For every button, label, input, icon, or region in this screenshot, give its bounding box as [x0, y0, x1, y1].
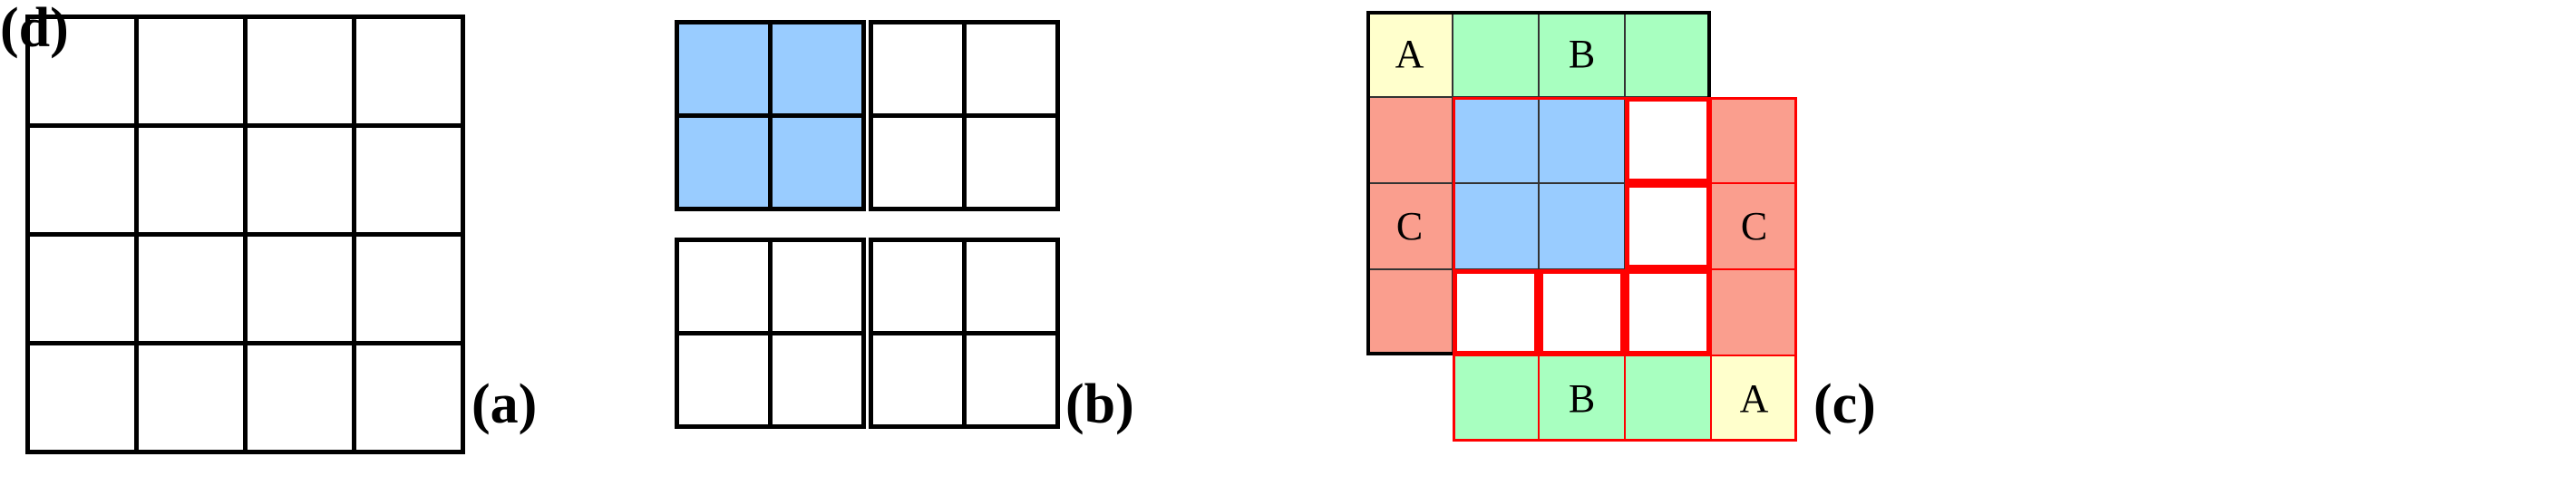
panel-d-label: (d)	[0, 0, 69, 59]
region-corner-top-left: A	[1366, 11, 1453, 97]
block-bottom-right-cell-r1c1	[962, 331, 1060, 429]
block-bottom-left-cell-r1c1	[768, 331, 866, 429]
panel-b-label: (b)	[1065, 374, 1134, 435]
region-edge-right: C	[1711, 97, 1797, 355]
block-top-left-cell-r1c0	[675, 113, 773, 211]
overlap-blue-r1c1	[1539, 183, 1625, 269]
region-label-corner-top-left: A	[1395, 32, 1424, 76]
overlap-red-stroke-r2c1	[1539, 269, 1625, 355]
grid-cell-a-r1c3	[352, 123, 465, 237]
overlap-white-r2c1	[1539, 269, 1625, 355]
panel-a-label: (a)	[471, 374, 538, 435]
overlap-red-stroke-r2c2	[1625, 269, 1711, 355]
grid-cell-a-r2c3	[352, 232, 465, 345]
block-top-right-cell-r1c0	[869, 113, 967, 211]
overlap-white-r2c0	[1453, 269, 1539, 355]
grid-cell-a-r0c0	[25, 15, 139, 128]
black-lattice-cell-r2c2	[1539, 183, 1625, 269]
region-label-edge-bottom: B	[1568, 376, 1596, 421]
panel-b	[0, 0, 1179, 486]
panel-a	[0, 0, 635, 486]
overlap-red-stroke-r2c0	[1453, 269, 1539, 355]
overlap-white-r2c2	[1625, 269, 1711, 355]
grid-cell-a-r2c0	[25, 232, 139, 345]
block-top-left-cell-r0c1	[768, 20, 866, 118]
grid-cell-a-r0c1	[134, 15, 248, 128]
grid-cell-a-r0c3	[352, 15, 465, 128]
region-edge-left: C	[1366, 97, 1453, 355]
panel-c: A B C C B A	[1366, 11, 1797, 442]
panel-c-label: (c)	[1813, 374, 1876, 435]
region-label-edge-right: C	[1740, 204, 1768, 248]
block-top-right-cell-r1c1	[962, 113, 1060, 211]
overlap-blue-r0c1	[1539, 97, 1625, 183]
region-label-corner-bottom-right: A	[1739, 376, 1769, 421]
overlap-white-r0c2	[1625, 97, 1711, 183]
region-corner-bottom-right: A	[1711, 355, 1797, 442]
region-label-edge-top: B	[1568, 32, 1596, 76]
overlap-red-stroke-r1c2	[1625, 183, 1711, 269]
block-top-left-cell-r0c0	[675, 20, 773, 118]
overlap-white-r1c2	[1625, 183, 1711, 269]
overlap-blue-r1c0	[1453, 183, 1539, 269]
region-edge-bottom: B	[1453, 355, 1711, 442]
region-edge-top: B	[1453, 11, 1711, 97]
overlap-red-stroke-r0c2	[1625, 97, 1711, 183]
block-top-left-cell-r1c1	[768, 113, 866, 211]
grid-cell-a-r3c3	[352, 341, 465, 454]
overlap-blue-r0c0	[1453, 97, 1539, 183]
region-label-edge-left: C	[1395, 204, 1424, 248]
